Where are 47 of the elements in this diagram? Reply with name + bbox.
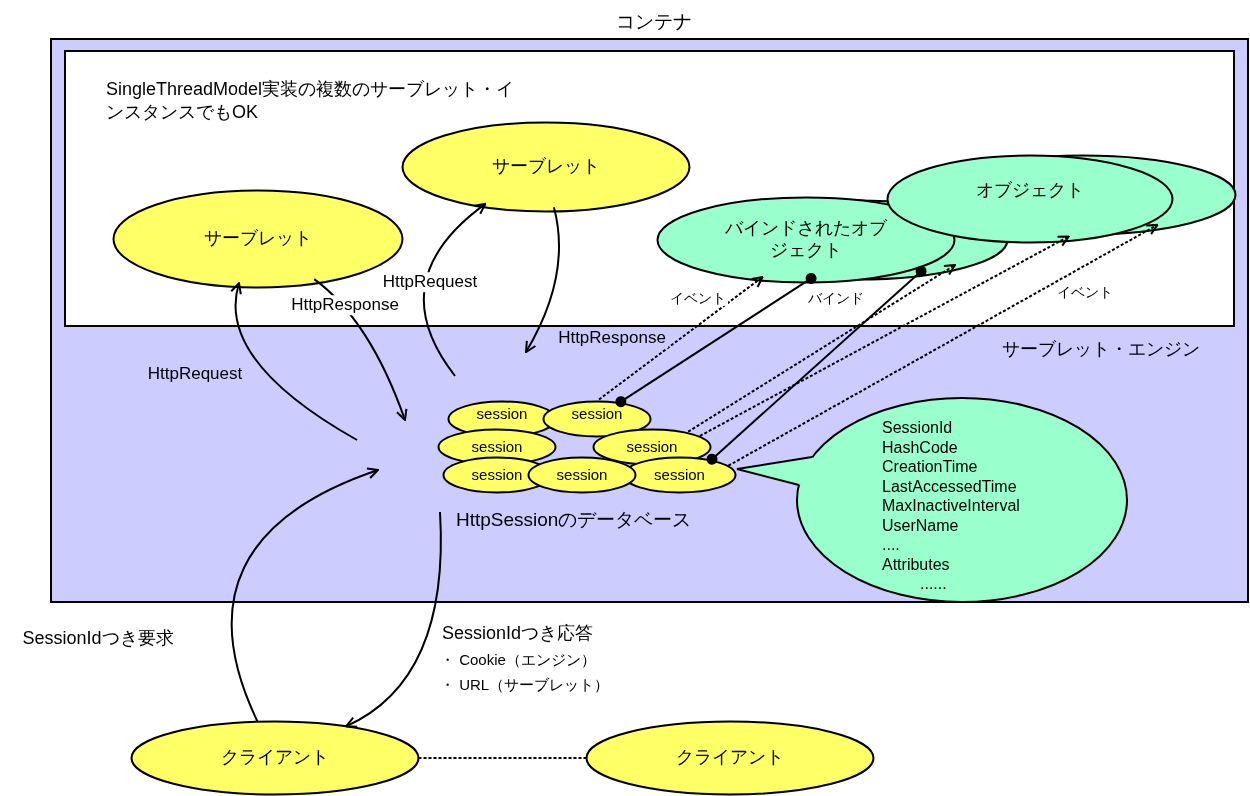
edge-label: HttpResponse bbox=[289, 295, 401, 315]
arrow bbox=[231, 467, 379, 723]
edge-label: SessionIdつき要求 bbox=[20, 627, 176, 649]
attribute-label: CreationTime bbox=[882, 458, 978, 476]
attribute-label: Attributes bbox=[882, 555, 950, 574]
ellipse-label: session bbox=[556, 466, 608, 484]
area-label: サーブレット・エンジン bbox=[1002, 338, 1200, 361]
arrow bbox=[727, 223, 1159, 467]
arrow bbox=[598, 276, 764, 401]
attribute-label: SessionId bbox=[882, 419, 953, 437]
arrow bbox=[422, 202, 487, 377]
ellipse-label: バインドされたオブジェクト bbox=[724, 218, 888, 262]
arrow bbox=[525, 206, 560, 353]
attribute-label: ...... bbox=[920, 575, 947, 593]
edge-label: SessionIdつき応答 bbox=[440, 622, 596, 644]
container-heading: コンテナ bbox=[616, 10, 692, 34]
caption-label: ・ Cookie（エンジン） bbox=[440, 650, 596, 670]
arrow bbox=[345, 511, 442, 728]
arrow bbox=[687, 264, 956, 433]
ellipse-label: サーブレット bbox=[204, 228, 312, 250]
connector bbox=[417, 757, 588, 759]
ellipse-label: オブジェクト bbox=[976, 180, 1084, 202]
attribute-label: MaxInactiveInterval bbox=[882, 497, 1020, 515]
edge-label: イベント bbox=[668, 289, 728, 307]
attribute-label: UserName bbox=[882, 516, 959, 535]
attribute-label: .... bbox=[882, 536, 900, 554]
ellipse-label: クライアント bbox=[221, 747, 329, 769]
ellipse-label: session bbox=[626, 438, 678, 456]
arrow bbox=[230, 282, 358, 441]
edge-label: HttpResponse bbox=[556, 328, 668, 348]
ellipse-label: session bbox=[471, 466, 523, 484]
attribute-label: LastAccessedTime bbox=[882, 477, 1017, 496]
caption-label: HttpSessionのデータベース bbox=[456, 508, 692, 532]
ellipse-label: クライアント bbox=[676, 747, 784, 769]
bind-line bbox=[615, 272, 817, 408]
ellipse-label: サーブレット bbox=[492, 156, 600, 178]
bind-line bbox=[706, 265, 927, 465]
ellipse-label: session bbox=[571, 405, 623, 423]
box-note: SingleThreadModel実装の複数のサーブレット・インスタンスでもOK bbox=[106, 78, 516, 125]
ellipse-label: session bbox=[654, 466, 705, 484]
arrow bbox=[699, 235, 1070, 437]
edge-label: バインド bbox=[806, 289, 866, 307]
attribute-label: HashCode bbox=[882, 438, 958, 457]
instance-box bbox=[64, 50, 1235, 327]
ellipse-label: session bbox=[476, 405, 528, 423]
ellipse-label: session bbox=[471, 438, 523, 456]
caption-label: ・ URL（サーブレット） bbox=[440, 675, 610, 695]
